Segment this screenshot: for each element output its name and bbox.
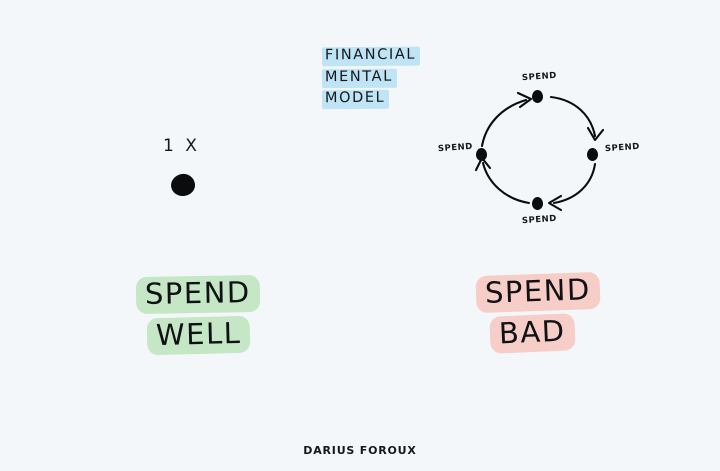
arrowhead-top-right	[586, 126, 605, 142]
cycle-node-dot-top	[532, 90, 543, 103]
spend-bad-line-2: BAD	[489, 313, 576, 354]
cycle-node-dot-bottom	[532, 197, 543, 210]
spend-cycle-diagram: SPEND SPEND SPEND SPEND	[430, 60, 665, 240]
title-line-2: MENTAL	[321, 68, 397, 88]
spend-well-line-2: WELL	[146, 315, 251, 356]
cycle-node-dot-left	[476, 148, 487, 161]
filled-circle-icon	[169, 172, 197, 198]
arrow-path-bottom-left	[481, 161, 531, 205]
arrowhead-left-top	[516, 91, 533, 109]
title-line-1: FINANCIAL	[321, 46, 421, 67]
cycle-node-dot-right	[587, 148, 598, 161]
single-spend-group: 1 X	[163, 136, 200, 198]
spend-well-caption: SPEND WELL	[135, 274, 261, 356]
title-line-3: MODEL	[321, 90, 390, 110]
page-title: FINANCIAL MENTAL MODEL	[321, 46, 421, 110]
arrow-path-left-top	[480, 98, 528, 148]
author-signature: DARIUS FOROUX	[303, 444, 417, 457]
arrowhead-right-bottom	[547, 194, 563, 212]
arrow-path-right-bottom	[552, 162, 597, 205]
arrow-path-top-right	[549, 95, 597, 138]
multiplier-label: 1 X	[163, 136, 200, 156]
spend-bad-caption: SPEND BAD	[475, 271, 601, 354]
spend-bad-line-1: SPEND	[475, 271, 601, 314]
spend-well-line-1: SPEND	[135, 274, 261, 315]
